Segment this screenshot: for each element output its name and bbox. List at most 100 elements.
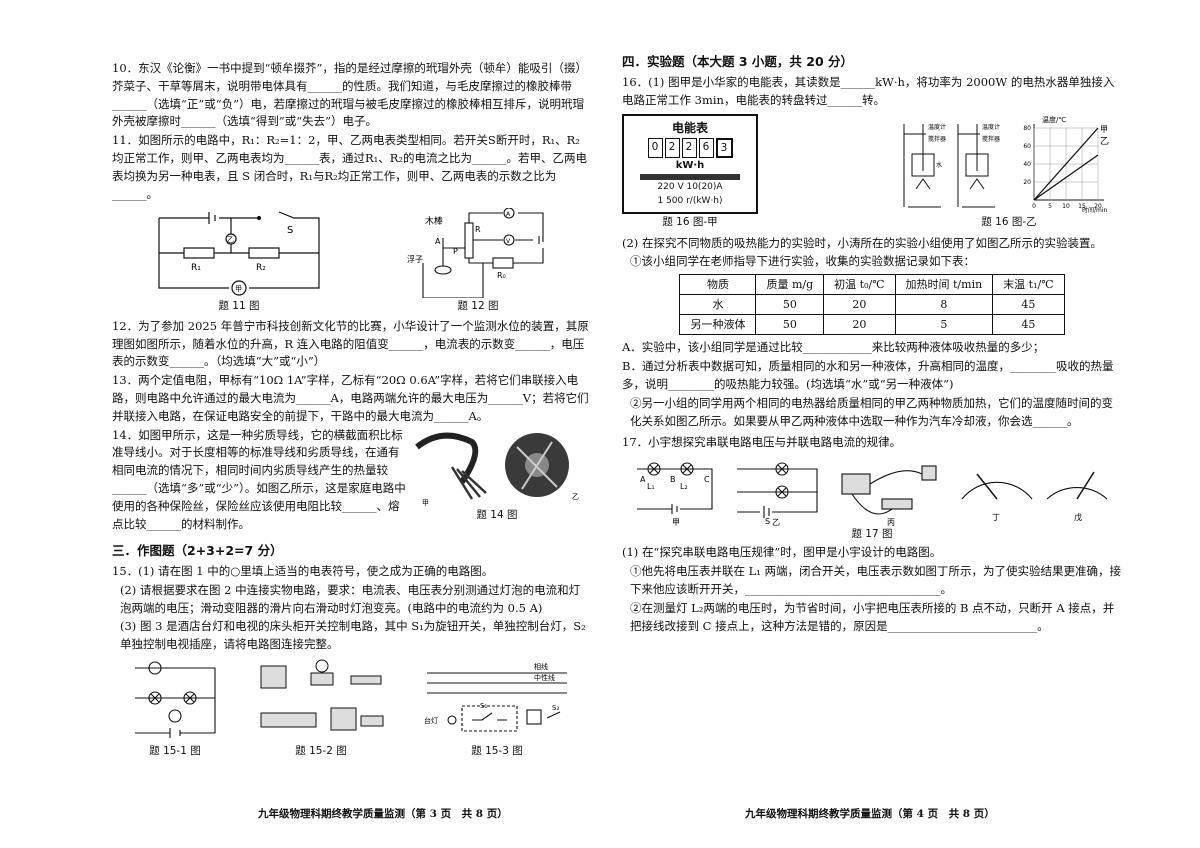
question-12: 12．为了参加 2025 年普宁市科技创新文化节的比赛，小华设计了一个监测水位的… — [112, 318, 589, 369]
label-jia: 甲 — [422, 499, 429, 507]
chart-series-name-1: 甲 — [1100, 125, 1108, 134]
table-header-row: 物质 质量 m/g 初温 t₀/℃ 加热时间 t/min 末温 t₁/℃ — [679, 274, 1065, 296]
table-cell: 另一种液体 — [679, 314, 757, 336]
meter-digit-5: 3 — [715, 137, 733, 158]
label-jia: 甲 — [235, 285, 242, 293]
label-wu: 戊 — [1074, 512, 1082, 522]
chart-series-line-1 — [1033, 127, 1099, 201]
wire-photo-illustration: 甲 乙 — [415, 432, 579, 507]
heating-apparatus: 温度计 搅拌器 水 温度计 搅拌器 — [903, 123, 1000, 208]
label-R1: R₁ — [191, 263, 201, 273]
label-A: A — [640, 475, 646, 484]
figure-14: 甲 乙 题 14 图 — [407, 427, 587, 535]
question-16-2: (2) 在探究不同物质的吸热能力的实验时，小涛所在的实验小组使用了如图乙所示的实… — [622, 235, 1102, 250]
figure-16b-caption: 题 16 图-乙 — [981, 216, 1037, 229]
label-R: R — [475, 225, 481, 234]
label-L2: L₂ — [680, 482, 688, 491]
figure-15-2: 题 15-2 图 — [256, 658, 386, 759]
section-3-header: 三．作图题（2+3+2=7 分） — [112, 542, 283, 558]
label-yi: 乙 — [227, 236, 234, 244]
chart-ylabel: 温度/℃ — [1042, 115, 1066, 124]
meter-digit-4: 6 — [698, 137, 714, 158]
label-thermo-2: 温度计 — [982, 123, 1000, 131]
data-table: 物质 质量 m/g 初温 t₀/℃ 加热时间 t/min 末温 t₁/℃ 水 5… — [679, 274, 1065, 336]
chart-y-tick: 60 — [1023, 143, 1031, 150]
figure-16a: 电能表 0 2 2 6 3 kW·h 220 V 10(20)A 1 500 r… — [622, 114, 758, 231]
chart-x-tick: 15 — [1078, 203, 1086, 210]
label-jia: 甲 — [672, 518, 680, 526]
figure-14-caption: 题 14 图 — [476, 508, 518, 521]
label-S1: S₁ — [480, 702, 487, 710]
table-cell: 8 — [894, 294, 994, 316]
figure-11-caption: 题 11 图 — [218, 299, 260, 312]
label-L1: L₁ — [647, 482, 655, 491]
fig-row-16: 电能表 0 2 2 6 3 kW·h 220 V 10(20)A 1 500 r… — [622, 114, 1122, 231]
question-14: 14．如图甲所示，这是一种劣质导线，它的横截面积比标准导线小。对于长度相等的标准… — [112, 427, 406, 531]
table-header: 初温 t₀/℃ — [823, 274, 896, 296]
label-live: 相线 — [534, 662, 548, 671]
left-page: 10．东汉《论衡》一书中提到“顿牟掇芥”，指的是经过摩擦的玳瑁外壳（顿牟）能吸引… — [112, 60, 590, 763]
meter-digit-3: 2 — [681, 137, 697, 158]
chart-series-label: 乙 — [1100, 136, 1109, 147]
question-B: B．通过分析表中数据可知，质量相同的水和另一种液体，升高相同的温度，______… — [622, 359, 1114, 391]
q14-block: 14．如图甲所示，这是一种劣质导线，它的横截面积比标准导线小。对于长度相等的标准… — [112, 427, 590, 535]
label-thermo-1: 温度计 — [928, 123, 946, 131]
question-17-1a: ①他先将电压表并联在 L₁ 两端，闭合开关，电压表示数如图丁所示，为了使实验结果… — [630, 564, 1122, 597]
label-ammeter: A — [506, 211, 511, 218]
label-S: S — [287, 225, 293, 236]
question-15-2: (2) 请根据要求在图 2 中连接实物电路，要求：电流表、电压表分别测通过灯泡的… — [120, 582, 581, 615]
chart-y-tick: 20 — [1023, 179, 1031, 186]
table-cell: 5 — [894, 314, 994, 336]
question-15-1: 15．(1) 请在图 1 中的○里填上适当的电表符号，使之成为正确的电路图。 — [112, 563, 494, 578]
table-cell: 50 — [755, 294, 825, 316]
chart-y-tick: 80 — [1023, 125, 1031, 132]
label-float: 浮子 — [407, 254, 423, 264]
circuit-17-diagrams: L₁ L₂ A B C S 甲 乙 丙 丁 戊 — [637, 462, 1108, 526]
figure-16a-caption: 题 16 图-甲 — [662, 216, 718, 229]
label-lamp: 台灯 — [424, 716, 438, 725]
figure-12: 木棒 浮子 A P R R₀ A V 题 12 图 — [403, 207, 553, 314]
circuit-15-3-diagram: 相线 中性线 台灯 S₁ S₂ — [424, 662, 567, 732]
meter-spec1: 220 V 10(20)A — [657, 182, 723, 193]
chart-x-tick: 5 — [1048, 203, 1052, 210]
table-row: 另一种液体 50 20 5 45 — [679, 314, 1065, 336]
question-17-1: (1) 在“探究串联电路电压规律”时，图甲是小宇设计的电路图。 — [622, 545, 942, 560]
question-15-3: (3) 图 3 是酒店台灯和电视的床头柜开关控制电路，其中 S₁为旋钮开关，单独… — [120, 619, 586, 652]
figure-17: L₁ L₂ A B C S 甲 乙 丙 丁 戊 题 17 图 — [622, 454, 1122, 542]
figure-15-1-caption: 题 15-1 图 — [149, 744, 201, 757]
table-header: 物质 — [679, 274, 757, 296]
label-bing: 丙 — [887, 518, 895, 526]
circuit-11-diagram: S R₁ R₂ 乙 甲 — [158, 210, 320, 296]
figure-15-1: 题 15-1 图 — [130, 658, 220, 759]
chart-x-tick: 20 — [1094, 203, 1102, 210]
label-yi: 乙 — [772, 518, 780, 526]
figure-15-3-caption: 题 15-3 图 — [471, 744, 523, 757]
chart-y-tick: 40 — [1023, 161, 1031, 168]
label-stirrer-1: 搅拌器 — [928, 135, 946, 143]
label-B: B — [670, 475, 676, 484]
label-neutral: 中性线 — [534, 673, 555, 682]
figure-11: S R₁ R₂ 乙 甲 题 11 图 — [149, 208, 329, 314]
table-cell: 20 — [823, 294, 896, 316]
chart-series-line-2 — [1033, 154, 1099, 201]
circuit-12-diagram: 木棒 浮子 A P R R₀ A V — [407, 207, 544, 298]
label-S2: S₂ — [552, 704, 559, 712]
figure-17-caption: 题 17 图 — [851, 528, 893, 541]
fig-row-15: 题 15-1 图 题 15-2 图 相线 — [112, 658, 590, 759]
chart-xlabel: 时间/min — [1082, 206, 1108, 214]
chart-lines: 甲 — [1033, 125, 1108, 201]
meter-title: 电能表 — [671, 121, 708, 135]
table-header: 质量 m/g — [755, 274, 825, 296]
energy-meter: 电能表 0 2 2 6 3 kW·h 220 V 10(20)A 1 500 r… — [622, 114, 758, 215]
right-footer: 九年级物理科期终教学质量监测（第 4 页 共 8 页） — [745, 808, 995, 820]
right-page: 四．实验题（本大题 3 小题，共 20 分） 16．(1) 图甲是小华家的电能表… — [622, 52, 1122, 636]
question-16-2b: ②另一小组的同学用两个相同的电热器给质量相同的甲乙两种物质加热，它们的温度随时间… — [630, 395, 1113, 428]
table-header: 末温 t₁/℃ — [992, 274, 1065, 296]
label-voltmeter: V — [506, 238, 511, 245]
table-cell: 20 — [823, 314, 896, 336]
question-16-1: 16．(1) 图甲是小华家的电能表，其读数是______kW·h，将功率为 20… — [622, 75, 1115, 108]
figure-15-3: 相线 中性线 台灯 S₁ S₂ 题 15-3 图 — [422, 658, 572, 759]
section-4-header: 四．实验题（本大题 3 小题，共 20 分） — [622, 54, 854, 69]
